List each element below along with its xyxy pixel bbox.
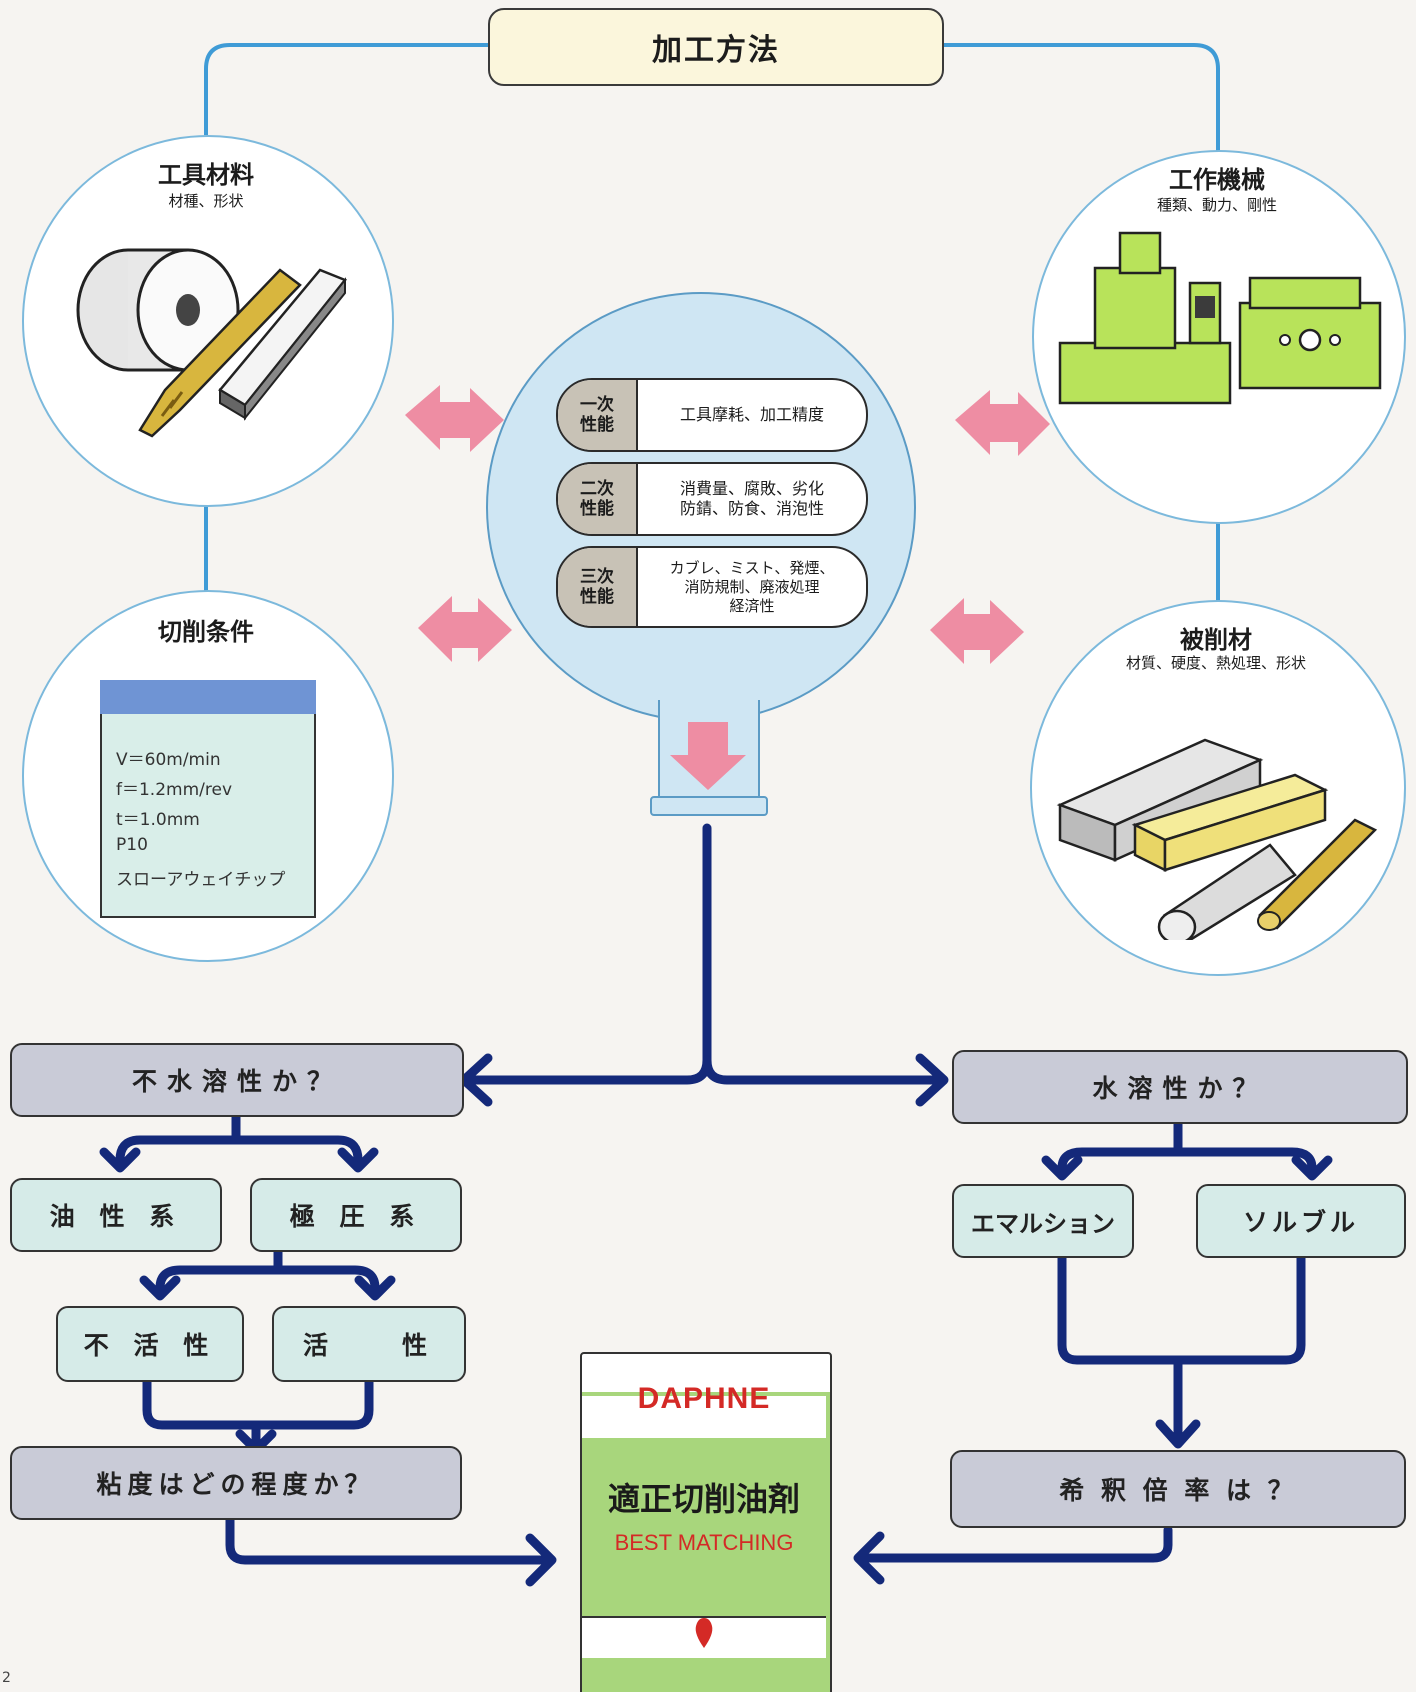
tertiary-performance-text: カブレ、ミスト、発煙、 消防規制、廃液処理 経済性 [669,558,835,615]
condition-speed: V＝60m/min [116,750,221,770]
water-soluble-box: 水溶性か？ [952,1050,1408,1124]
viscosity-box: 粘度はどの程度か？ [10,1446,462,1520]
emulsion-box: エマルション [952,1184,1134,1258]
cutting-conditions-title: 切削条件 [158,618,254,646]
primary-performance-pill: 一次 性能 工具摩耗、加工精度 [556,378,868,452]
tool-illustration-icon [76,248,348,438]
pink-arrow-machine-icon [955,390,1050,456]
secondary-performance-text-box: 消費量、腐敗、劣化 防錆、防食、消泡性 [638,464,866,534]
tertiary-performance-text-box: カブレ、ミスト、発煙、 消防規制、廃液処理 経済性 [638,548,866,626]
cutting-conditions-card-header [100,680,316,714]
tertiary-performance-tag: 三次 性能 [558,548,638,626]
drop-logo-icon [695,1618,713,1648]
primary-performance-text: 工具摩耗、加工精度 [679,405,824,424]
machining-method-box: 加工方法 [488,8,944,86]
product-tagline: BEST MATCHING [614,1530,794,1555]
machine-tool-title: 工作機械 [1169,166,1265,194]
extreme-pressure-box: 極 圧 系 [250,1178,462,1252]
cutting-conditions-card [100,680,316,918]
primary-performance-text-box: 工具摩耗、加工精度 [638,380,866,450]
condition-depth: t＝1.0mm [116,810,200,830]
viscosity-label: 粘度はどの程度か？ [96,1470,376,1499]
can-brand-band [582,1396,826,1438]
water-soluble-label: 水溶性か？ [1092,1074,1268,1103]
active-box: 活 性 [272,1306,466,1382]
secondary-performance-pill: 二次 性能 消費量、腐敗、劣化 防錆、防食、消泡性 [556,462,868,536]
non-water-soluble-box: 不水溶性か？ [10,1043,464,1117]
tertiary-performance-tag-text: 三次 性能 [580,567,614,607]
dilution-ratio-box: 希 釈 倍 率 は ？ [950,1450,1406,1528]
workpiece-sub: 材質、硬度、熱処理、形状 [1125,654,1306,672]
inactive-box: 不 活 性 [56,1306,244,1382]
dilution-ratio-label: 希 釈 倍 率 は ？ [1059,1476,1297,1505]
oily-type-box: 油 性 系 [10,1178,222,1252]
pink-arrow-workpiece-icon [930,598,1024,664]
extreme-pressure-label: 極 圧 系 [289,1202,423,1231]
workpiece-title: 被削材 [1180,626,1252,654]
product-name: 適正切削油剤 [607,1480,800,1518]
flask-lip [650,796,768,816]
tertiary-performance-pill: 三次 性能 カブレ、ミスト、発煙、 消防規制、廃液処理 経済性 [556,546,868,628]
pink-down-arrow-icon [670,722,746,790]
primary-performance-tag: 一次 性能 [558,380,638,450]
soluble-label: ソルブル [1242,1208,1359,1237]
emulsion-label: エマルション [971,1209,1115,1238]
condition-insert: スローアウェイチップ [116,870,286,890]
brand-name: DAPHNE [637,1382,771,1415]
condition-feed: f＝1.2mm/rev [116,780,233,800]
machine-illustration-icon [1058,231,1382,405]
non-water-soluble-label: 不水溶性か？ [131,1067,342,1096]
tool-material-sub: 材種、形状 [168,192,244,210]
workpiece-illustration-icon [1056,738,1378,940]
pink-arrow-conditions-icon [418,596,512,662]
inactive-label: 不 活 性 [83,1331,217,1360]
oily-type-label: 油 性 系 [49,1202,183,1231]
active-label: 活 性 [302,1331,435,1360]
pink-arrow-tool-icon [405,385,504,452]
machining-method-label: 加工方法 [652,33,780,68]
tool-material-title: 工具材料 [158,161,254,189]
machine-tool-sub: 種類、動力、剛性 [1156,196,1277,214]
page-number: 2 [2,1670,11,1686]
secondary-performance-text: 消費量、腐敗、劣化 防錆、防食、消泡性 [679,479,824,518]
secondary-performance-tag: 二次 性能 [558,464,638,534]
soluble-box: ソルブル [1196,1184,1406,1258]
condition-grade: P10 [116,835,148,855]
primary-performance-tag-text: 一次 性能 [580,395,614,435]
secondary-performance-tag-text: 二次 性能 [580,479,614,519]
